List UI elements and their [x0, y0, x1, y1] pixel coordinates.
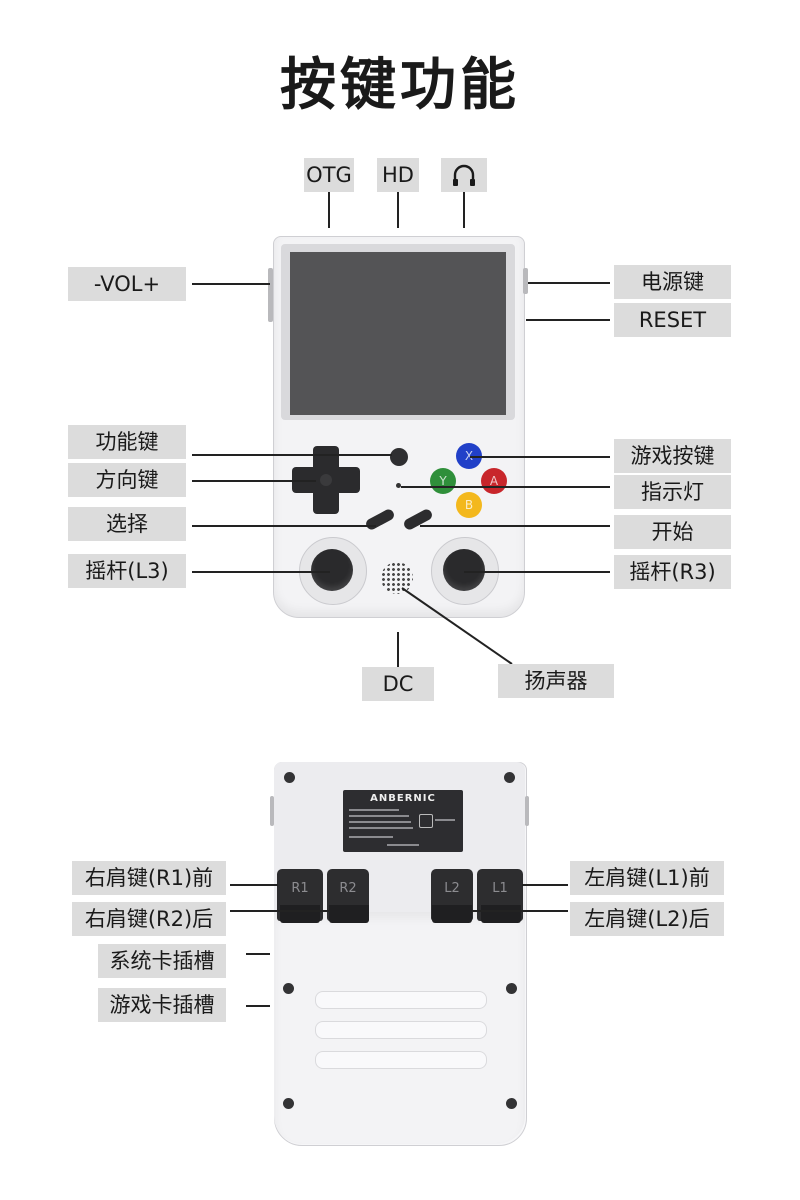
display-screen	[290, 252, 506, 415]
label-stick-l3: 摇杆(L3)	[68, 554, 186, 588]
label-headphone	[441, 158, 487, 192]
grip-ridge	[315, 991, 487, 1009]
label-function-key: 功能键	[68, 425, 186, 459]
grip-ridge	[315, 1051, 487, 1069]
label-r2-back: 右肩键(R2)后	[72, 902, 226, 936]
function-button	[390, 448, 408, 466]
screw-icon	[283, 1098, 294, 1109]
indicator-led	[396, 483, 401, 488]
face-button-b: B	[456, 492, 482, 518]
face-button-a: A	[481, 468, 507, 494]
label-r1-front: 右肩键(R1)前	[72, 861, 226, 895]
brand-logo: ANBERNIC	[370, 793, 436, 804]
volume-rocker	[268, 268, 273, 322]
spec-sticker: ANBERNIC	[343, 790, 463, 852]
label-indicator: 指示灯	[614, 475, 731, 509]
screw-icon	[506, 1098, 517, 1109]
label-l1-front: 左肩键(L1)前	[570, 861, 724, 895]
label-stick-r3: 摇杆(R3)	[614, 555, 731, 589]
label-otg: OTG	[304, 158, 354, 192]
recycle-icon	[419, 814, 433, 828]
shoulder-r2-lower	[329, 905, 369, 923]
label-volume: -VOL+	[68, 267, 186, 301]
label-start: 开始	[614, 515, 731, 549]
speaker-grille	[381, 562, 413, 594]
screw-icon	[284, 772, 295, 783]
shoulder-r1-lower	[280, 905, 320, 923]
grip-ridge	[315, 1021, 487, 1039]
label-speaker: 扬声器	[498, 664, 614, 698]
label-system-card-slot: 系统卡插槽	[98, 944, 226, 978]
label-dc: DC	[362, 667, 434, 701]
label-power: 电源键	[614, 265, 731, 299]
shoulder-l1-lower	[481, 905, 521, 923]
label-game-buttons: 游戏按键	[614, 439, 731, 473]
right-stick	[443, 549, 485, 591]
left-stick	[311, 549, 353, 591]
power-button	[523, 268, 528, 294]
headphone-icon	[453, 164, 475, 186]
label-l2-back: 左肩键(L2)后	[570, 902, 724, 936]
dpad-center	[320, 474, 332, 486]
label-game-card-slot: 游戏卡插槽	[98, 988, 226, 1022]
screw-icon	[504, 772, 515, 783]
screw-icon	[283, 983, 294, 994]
back-side-button-left	[270, 796, 274, 826]
label-reset: RESET	[614, 303, 731, 337]
face-button-y: Y	[430, 468, 456, 494]
label-select: 选择	[68, 507, 186, 541]
screw-icon	[506, 983, 517, 994]
page-title: 按键功能	[280, 53, 520, 118]
label-hd: HD	[377, 158, 419, 192]
label-dpad: 方向键	[68, 463, 186, 497]
back-side-button-right	[525, 796, 529, 826]
shoulder-l2-lower	[432, 905, 472, 923]
